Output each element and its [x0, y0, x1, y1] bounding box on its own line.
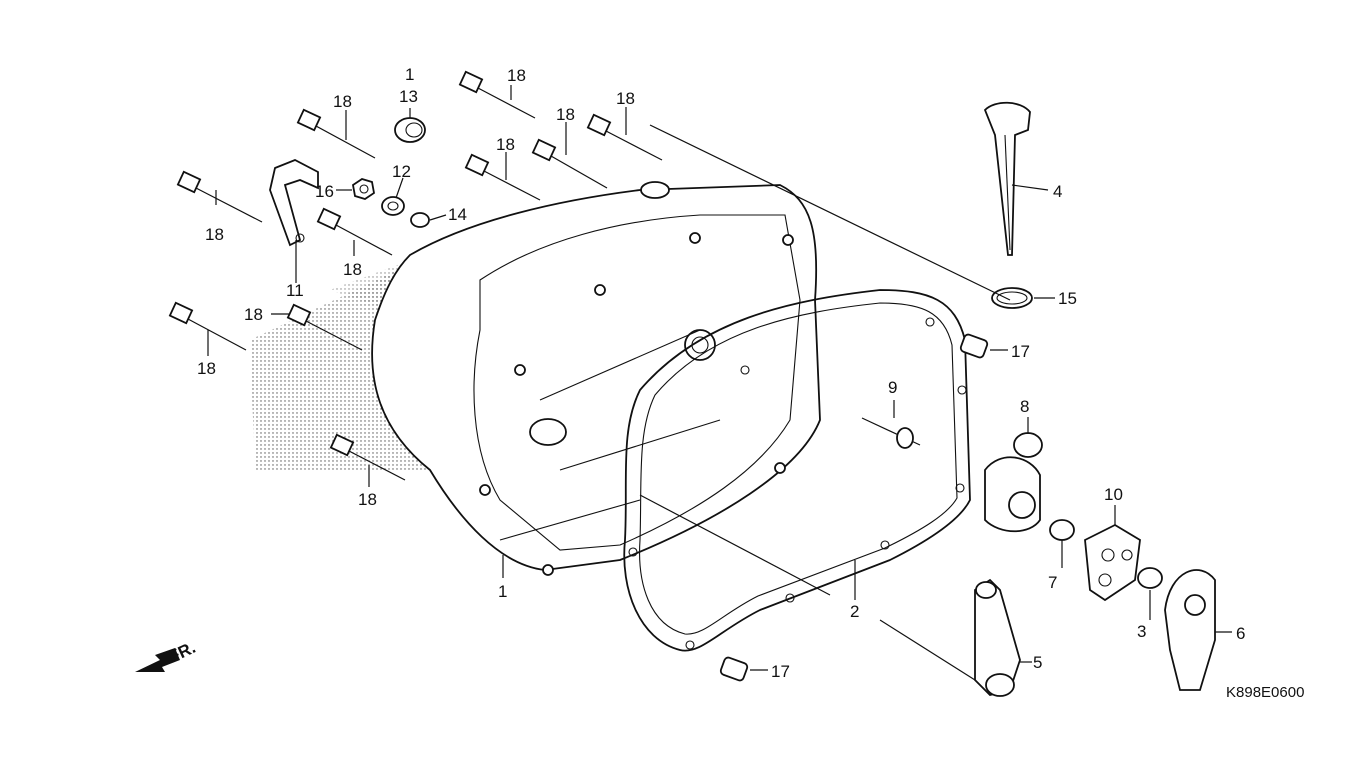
- washer: [381, 196, 405, 216]
- bolt: [286, 303, 363, 351]
- part-callouts: 1 1 2 3 4 5 6 7 8 9 10 11 12 13 14 15 16…: [197, 65, 1245, 681]
- callout-16: 16: [315, 182, 334, 201]
- bolt: [586, 113, 663, 161]
- dowel-pin: [719, 656, 749, 682]
- bolt: [168, 301, 247, 351]
- callout-13: 13: [399, 87, 418, 106]
- callout-3: 3: [1137, 622, 1146, 641]
- callout-18: 18: [616, 89, 635, 108]
- bolt: [316, 207, 393, 256]
- callout-11: 11: [286, 281, 304, 300]
- collar: [1049, 519, 1075, 541]
- bolt: [464, 153, 541, 201]
- oil-level-gauge: [983, 101, 1033, 309]
- catalog-code: K898E0600: [1226, 684, 1304, 701]
- callout-17-lower: 17: [771, 662, 790, 681]
- callout-18: 18: [333, 92, 352, 111]
- oil-seal: [394, 117, 426, 143]
- callout-18: 18: [556, 105, 575, 124]
- oil-filter-rotor: [984, 432, 1043, 533]
- callout-12: 12: [392, 162, 411, 181]
- bolt-set: [168, 70, 663, 481]
- bolt: [458, 70, 536, 119]
- o-ring-small: [1137, 567, 1163, 589]
- callout-8: 8: [1020, 397, 1029, 416]
- front-direction-arrow: FR.: [135, 638, 199, 672]
- callout-18: 18: [343, 260, 362, 279]
- filter-cover: [1084, 523, 1141, 602]
- callout-9: 9: [888, 378, 897, 397]
- callout-14: 14: [448, 205, 467, 224]
- callout-18: 18: [507, 66, 526, 85]
- callout-6: 6: [1236, 624, 1245, 643]
- callout-18: 18: [197, 359, 216, 378]
- callout-17-upper: 17: [1011, 342, 1030, 361]
- clutch-lever-plate: [1164, 569, 1216, 691]
- callout-5: 5: [1033, 653, 1042, 672]
- o-ring: [410, 212, 430, 228]
- callout-4: 4: [1053, 182, 1062, 201]
- bolt: [329, 433, 406, 481]
- callout-15: 15: [1058, 289, 1077, 308]
- callout-18: 18: [358, 490, 377, 509]
- clutch-lever-arm: [974, 578, 1021, 697]
- callout-10: 10: [1104, 485, 1123, 504]
- callout-18: 18: [244, 305, 263, 324]
- leader-lines: [207, 85, 1232, 681]
- bolt: [296, 108, 376, 159]
- nut: [352, 178, 375, 200]
- small-hardware: [352, 117, 430, 228]
- bolt: [176, 170, 263, 223]
- callout-1-top: 1: [405, 65, 414, 84]
- callout-18: 18: [496, 135, 515, 154]
- callout-1: 1: [498, 582, 507, 601]
- dowel-pin: [959, 333, 989, 359]
- bracket: [269, 159, 319, 247]
- stud-bolt: [861, 417, 921, 449]
- bolt: [531, 138, 608, 189]
- callout-7: 7: [1048, 573, 1057, 592]
- callout-2: 2: [850, 602, 859, 621]
- crankcase-cover: [371, 181, 821, 576]
- cover-gasket: [623, 289, 971, 652]
- callout-18: 18: [205, 225, 224, 244]
